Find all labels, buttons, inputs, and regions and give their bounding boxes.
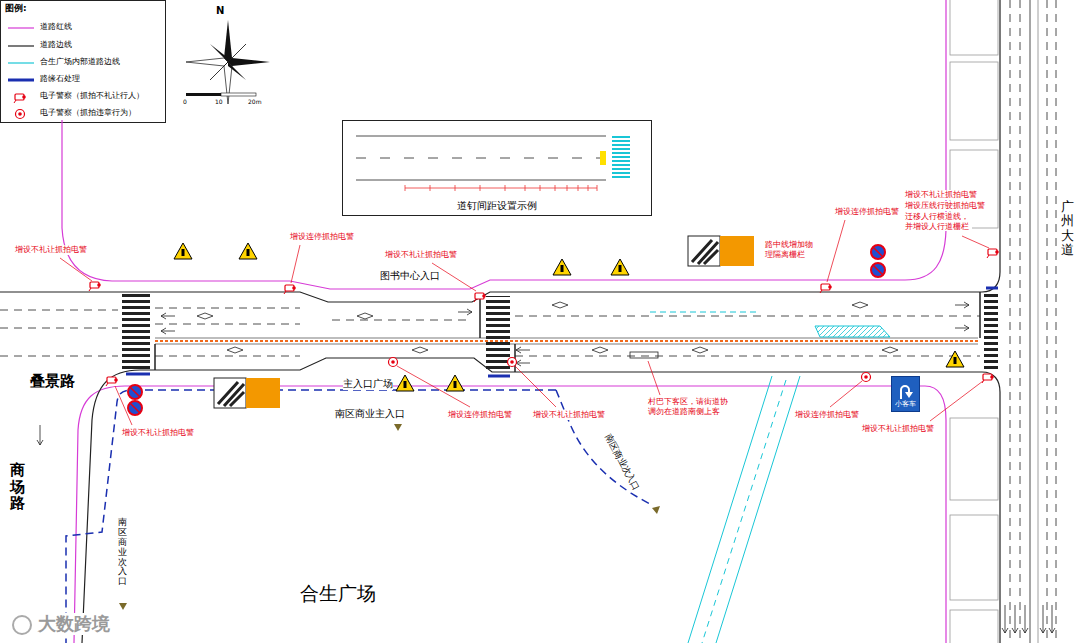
callout-note: 增设不礼让抓拍电警 xyxy=(15,245,87,255)
callout-note-text: 村巴下客区，请街道协调勿在道路南侧上客 xyxy=(648,397,731,416)
callout-note: 增设不礼让抓拍电警 xyxy=(862,424,934,434)
legend-item: 道路边线 xyxy=(40,40,72,50)
callout-note-text: 增设连停抓拍电警 xyxy=(290,232,354,242)
legend-text: 路缘石处理 xyxy=(40,74,80,83)
scale-number: 0 xyxy=(183,98,187,105)
watermark-text: 大数跨境 xyxy=(38,613,110,635)
callout-note-text: 增设不礼让抓拍电警 xyxy=(385,250,457,260)
callout-note: 村巴下客区，请街道协调勿在道路南侧上客 xyxy=(648,397,731,416)
legend-item: 路缘石处理 xyxy=(40,74,80,84)
road-edges xyxy=(0,0,1000,643)
entrance-label: 南区商业次入口 xyxy=(118,518,127,587)
bus-stop-box xyxy=(630,352,658,358)
scale-number: 10 xyxy=(215,98,223,105)
buildings xyxy=(950,0,998,643)
callout-note: 增设压线行驶抓拍电警 xyxy=(905,201,985,211)
legend-title: 图例: xyxy=(5,3,27,14)
callout-note-text: 增设连停抓拍电警 xyxy=(795,410,859,420)
legend-item: 合生广场内部道路边线 xyxy=(40,57,120,67)
north-letter: N xyxy=(216,5,224,17)
guangzhou-avenue xyxy=(1002,0,1056,643)
legend-item: 电子警察（抓拍违章行为） xyxy=(40,108,136,118)
callout-note-text: 增设连停抓拍电警 xyxy=(835,207,899,217)
legend-text: 电子警察（抓拍违章行为） xyxy=(40,108,136,117)
node-text: 小客车 xyxy=(895,400,916,408)
road-name: 叠景路 xyxy=(30,372,75,390)
scale-bar xyxy=(186,93,256,96)
lane-markings xyxy=(0,292,980,445)
road-name-text: 商场路 xyxy=(10,462,25,512)
entrance-label-text: 南区商业次入口 xyxy=(602,432,641,493)
legend-item: 电子警察（抓拍不礼让行人） xyxy=(40,91,144,101)
site-boundary xyxy=(66,390,650,643)
entrance-label: 图书中心入口 xyxy=(380,270,440,282)
callout-note: 路中线增加物理隔离栅栏 xyxy=(765,240,815,259)
legend-title-text: 图例: xyxy=(5,3,27,14)
callout-note: 增设连停抓拍电警 xyxy=(448,410,512,420)
entrance-label-text: 南区商业次入口 xyxy=(118,518,127,587)
plaza-inner-roads xyxy=(650,312,890,643)
callout-note: 增设连停抓拍电警 xyxy=(835,207,899,217)
callout-note: 增设不礼让抓拍电警 xyxy=(905,190,977,200)
uturn-sign: 小客车 xyxy=(891,376,920,412)
plaza-label-text: 主入口广场 xyxy=(343,378,393,390)
red-line xyxy=(62,0,946,643)
example-panel: 道钉间距设置示例 xyxy=(342,120,652,216)
watermark-logo xyxy=(13,616,31,634)
scale-number-text: 0 xyxy=(183,98,187,105)
callout-note: 增设连停抓拍电警 xyxy=(795,410,859,420)
entrance-label-text: 南区商业主入口 xyxy=(335,408,405,420)
legend-text: 道路红线 xyxy=(40,22,72,31)
legend-text: 电子警察（抓拍不礼让行人） xyxy=(40,91,144,100)
scale-number: 20m xyxy=(248,98,261,105)
callout-note-text: 增设连停抓拍电警 xyxy=(448,410,512,420)
north-arrow xyxy=(186,20,270,104)
road-name: 商场路 xyxy=(10,462,25,512)
callout-note: 增设不礼让抓拍电警 xyxy=(385,250,457,260)
node-text: 道钉间距设置示例 xyxy=(457,200,537,212)
crosswalks xyxy=(122,294,998,372)
callout-note-text: 增设不礼让抓拍电警 xyxy=(122,428,194,438)
example-inset-drawing xyxy=(356,136,630,191)
cameras xyxy=(89,249,999,386)
legend-item: 道路红线 xyxy=(40,22,72,32)
site-name: 合生广场 xyxy=(300,582,376,605)
entrance-markers xyxy=(119,424,660,610)
callout-note: 迁移人行横道线，并增设人行道栅栏 xyxy=(905,212,972,231)
legend-text: 道路边线 xyxy=(40,40,72,49)
road-name: 广州大道 xyxy=(1061,200,1074,257)
uturn-icon xyxy=(896,382,914,400)
callout-note-text: 增设不礼让抓拍电警 xyxy=(533,410,605,420)
callout-note-text: 增设压线行驶抓拍电警 xyxy=(905,201,985,211)
callout-note-text: 迁移人行横道线，并增设人行道栅栏 xyxy=(905,212,972,231)
site-name-text: 合生广场 xyxy=(300,582,376,605)
plaza-label: 主入口广场 xyxy=(343,378,393,390)
legend-text: 合生广场内部道路边线 xyxy=(40,57,120,66)
entrance-label: 南区商业次入口 xyxy=(602,432,641,493)
callout-note-text: 增设不礼让抓拍电警 xyxy=(15,245,87,255)
callout-note: 增设连停抓拍电警 xyxy=(290,232,354,242)
entrance-label-text: 图书中心入口 xyxy=(380,270,440,282)
traffic-signs xyxy=(128,236,964,415)
scale-number-text: 10 xyxy=(215,98,223,105)
callout-note: 增设不礼让抓拍电警 xyxy=(533,410,605,420)
scale-number-text: 20m xyxy=(248,98,261,105)
callout-note-text: 路中线增加物理隔离栅栏 xyxy=(765,240,815,259)
curb-treatment xyxy=(126,288,998,376)
entrance-label: 南区商业主入口 xyxy=(335,408,405,420)
callout-note-text: 增设不礼让抓拍电警 xyxy=(862,424,934,434)
north-letter-text: N xyxy=(216,5,224,17)
callout-note: 增设不礼让抓拍电警 xyxy=(122,428,194,438)
road-name-text: 叠景路 xyxy=(30,372,75,390)
leader-lines xyxy=(60,220,989,425)
callout-note-text: 增设不礼让抓拍电警 xyxy=(905,190,977,200)
watermark: 大数跨境 xyxy=(38,613,110,635)
road-name-text: 广州大道 xyxy=(1061,200,1074,257)
legend-frame xyxy=(1,1,166,123)
